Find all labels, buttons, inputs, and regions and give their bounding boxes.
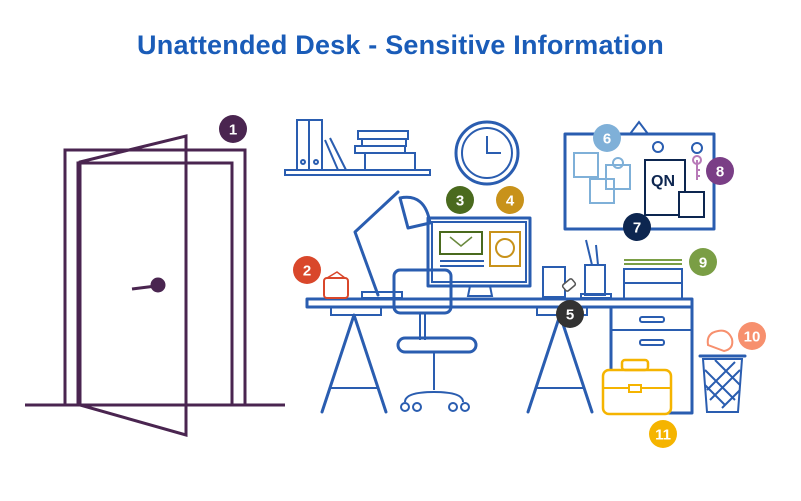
office-chair: [392, 268, 478, 412]
badge-briefcase: 11: [649, 420, 677, 448]
svg-text:8: 8: [716, 164, 724, 181]
svg-text:11: 11: [655, 427, 671, 444]
badge-trash: 10: [738, 322, 766, 350]
computer-monitor: [426, 216, 532, 297]
svg-text:QN: QN: [651, 173, 675, 190]
badge-email: 3: [446, 186, 474, 214]
bookshelf: [284, 119, 431, 176]
wall-clock: [454, 120, 520, 186]
badge-printer: 9: [689, 248, 717, 276]
pin-board: QN: [563, 120, 716, 231]
open-door: [25, 134, 285, 437]
svg-text:7: 7: [633, 220, 641, 237]
svg-text:1: 1: [229, 122, 237, 139]
badge-key: 8: [706, 157, 734, 185]
svg-text:2: 2: [303, 263, 311, 280]
badge-wallet: 2: [293, 256, 321, 284]
wallet: [323, 271, 349, 299]
svg-text:9: 9: [699, 255, 707, 272]
badge-door: 1: [219, 115, 247, 143]
trash-bin: [698, 329, 747, 413]
desk-items: [542, 239, 612, 299]
briefcase: [601, 358, 673, 416]
printer: [623, 259, 683, 300]
svg-text:10: 10: [744, 329, 761, 346]
svg-text:3: 3: [456, 193, 464, 210]
badge-sticky-notes: 6: [593, 124, 621, 152]
badge-documents: 7: [623, 213, 651, 241]
svg-text:6: 6: [603, 131, 611, 148]
badge-browser: 4: [496, 186, 524, 214]
badge-usb: 5: [556, 300, 584, 328]
svg-text:4: 4: [506, 193, 515, 210]
page-title: Unattended Desk - Sensitive Information: [137, 30, 664, 60]
svg-text:5: 5: [566, 307, 574, 324]
